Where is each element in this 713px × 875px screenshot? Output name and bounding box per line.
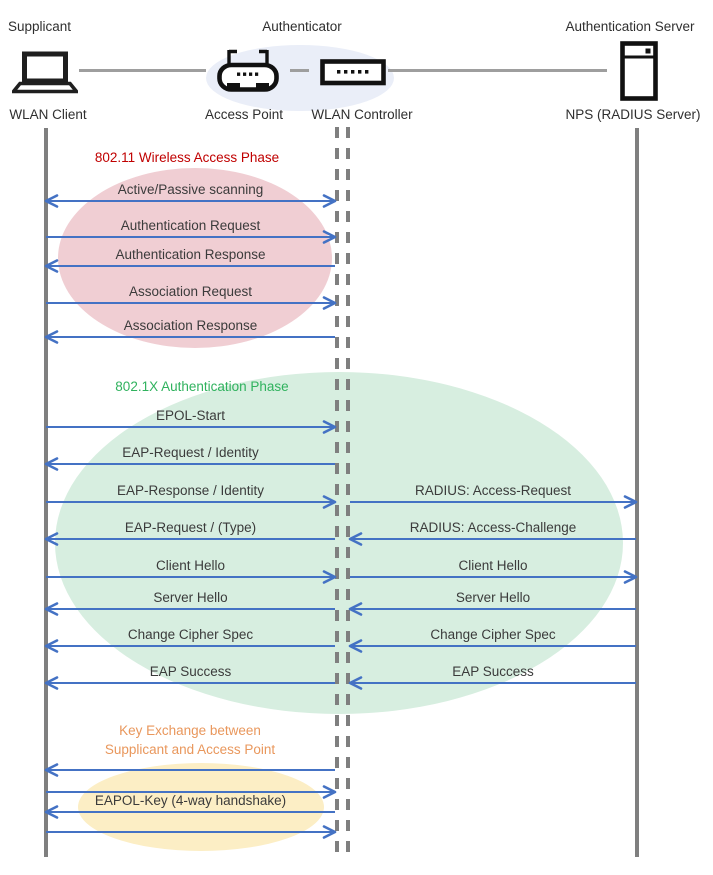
lifeline-nps-server [635,128,639,857]
phase2-ellipse [55,372,623,714]
message-label: Association Request [128,284,253,299]
message-label: Server Hello [455,590,531,605]
message-label: Association Response [123,318,258,333]
wlan-controller-icon [320,59,386,86]
connector-line [79,69,206,72]
access-point-icon [217,49,279,92]
device-label-wlan-controller: WLAN Controller [311,107,413,122]
message-label: Authentication Response [115,247,266,262]
message-label: EAP-Response / Identity [116,483,265,498]
laptop-icon [12,51,78,94]
server-icon [620,41,658,101]
message-label: Authentication Request [120,218,261,233]
actor-role-authenticator: Authenticator [262,19,342,34]
actor-role-supplicant: Supplicant [8,19,72,34]
device-label-nps-radius-server: NPS (RADIUS Server) [565,107,701,122]
lifeline-wlan-client [44,128,48,857]
message-label: RADIUS: Access-Request [414,483,572,498]
message-label: EAP-Request / Identity [122,445,259,460]
message-label: EAPOL-Key (4-way handshake) [94,793,287,808]
device-label-access-point: Access Point [204,107,284,122]
message-label: EAP Success [149,664,232,679]
phase1-ellipse [58,168,332,348]
message-label: Client Hello [155,558,226,573]
lifeline-wlan-controller-dashed-left [335,127,339,858]
message-label: EAP Success [452,664,534,679]
phase3-title: Key Exchange between Supplicant and Acce… [104,723,276,757]
message-label: RADIUS: Access-Challenge [409,520,577,535]
message-label: Client Hello [458,558,528,573]
message-label: Change Cipher Spec [430,627,556,642]
connector-line [388,69,607,72]
message-label: Server Hello [153,590,228,605]
device-label-wlan-client: WLAN Client [9,107,87,122]
message-label: EPOL-Start [155,408,226,423]
message-label: Change Cipher Spec [127,627,254,642]
connector-line [290,69,309,72]
message-label: EAP-Request / (Type) [124,520,257,535]
message-label: Active/Passive scanning [117,182,264,197]
lifeline-wlan-controller-dashed-right [346,127,350,858]
phase3-ellipse [78,763,324,851]
actor-role-authentication-server: Authentication Server [565,19,695,34]
phase1-title: 802.11 Wireless Access Phase [94,150,280,165]
phase2-title: 802.1X Authentication Phase [115,379,289,394]
